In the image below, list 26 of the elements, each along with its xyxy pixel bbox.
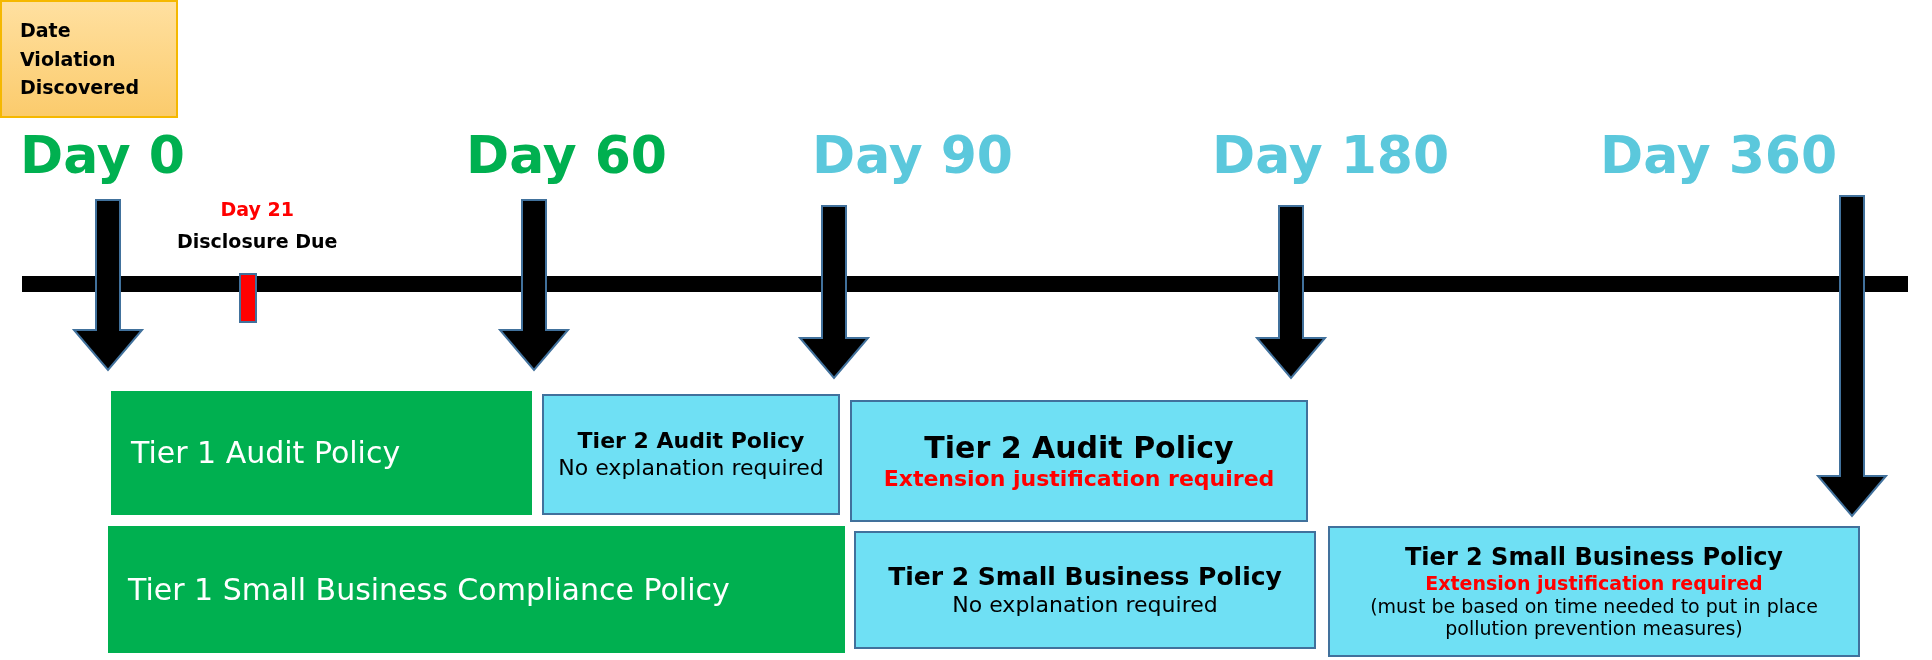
policy-box (850, 400, 1308, 522)
day-label: Day 0 (20, 125, 185, 185)
policy-box (1328, 526, 1860, 657)
requirement-note: Extension justification required (882, 465, 1276, 493)
policy-box (854, 531, 1316, 649)
policy-title: Tier 2 Audit Policy (923, 429, 1235, 466)
policy-title: Tier 1 Audit Policy (131, 435, 402, 471)
event-box (0, 0, 178, 118)
day-label: Day 180 (1212, 125, 1450, 185)
policy-note: No explanation required (557, 454, 825, 481)
requirement-note: Extension justification required (1424, 571, 1764, 595)
policy-title: Tier 2 Small Business Policy (887, 561, 1283, 592)
policy-title: Tier 2 Small Business Policy (1404, 542, 1784, 572)
policy-bar (108, 526, 845, 653)
policy-note: No explanation required (951, 591, 1219, 619)
policy-bar (111, 391, 532, 515)
policy-box (542, 394, 840, 515)
day-label: Day 60 (466, 125, 668, 185)
day-label: Day 360 (1600, 125, 1838, 185)
policy-note: (must be based on time needed to put in place pollution prevention measures) (1369, 594, 1819, 641)
day-label: Day 90 (812, 125, 1014, 185)
policy-title: Tier 2 Audit Policy (576, 428, 806, 455)
policy-title: Tier 1 Small Business Compliance Policy (128, 571, 731, 608)
milestone-label: Disclosure Due (177, 230, 338, 252)
milestone-label: Day 21 (220, 198, 294, 220)
event-label: Date Violation Discovered (20, 18, 141, 101)
